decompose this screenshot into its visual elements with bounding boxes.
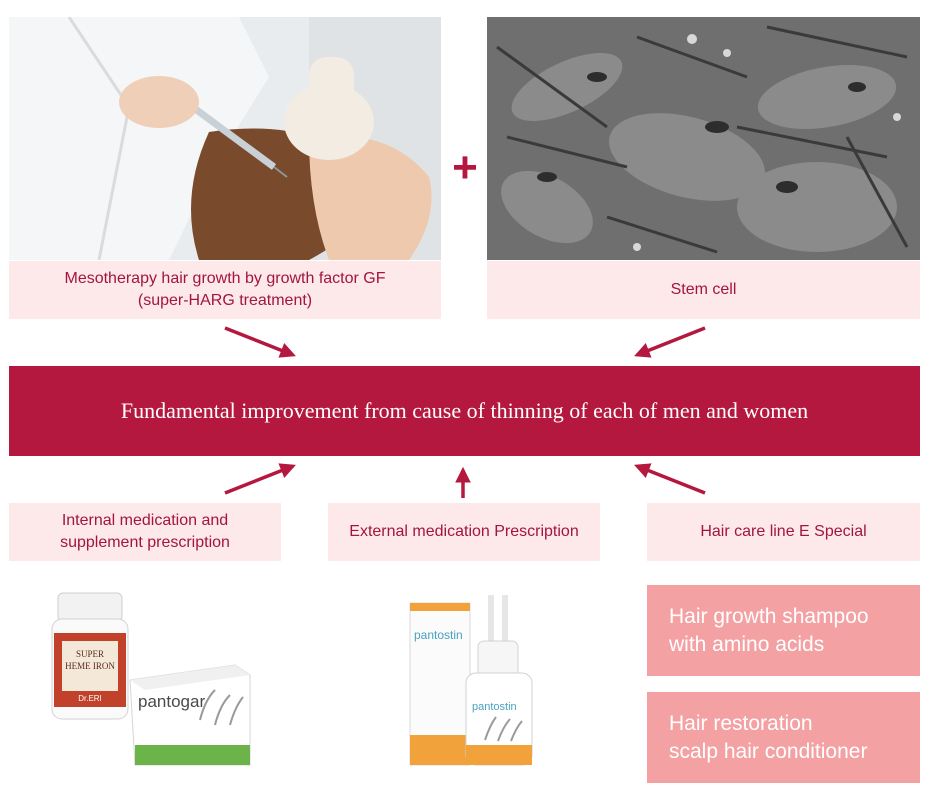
pantogar-box-text: pantogar xyxy=(138,692,205,711)
haircare-item-conditioner-line2: scalp hair conditioner xyxy=(669,739,868,763)
internal-medication-line1: Internal medication and xyxy=(61,512,229,529)
stem-cell-photo xyxy=(487,17,920,260)
haircare-item-shampoo-line2: with amino acids xyxy=(669,632,825,656)
bottle-label-brand: Dr.ERI xyxy=(78,694,102,703)
pantostin-products-image: pantostin pantostin xyxy=(400,585,550,770)
haircare-item-shampoo-line1: Hair growth shampoo xyxy=(669,604,869,628)
mesotherapy-caption-line1: Mesotherapy hair growth by growth factor… xyxy=(64,270,386,287)
central-banner: Fundamental improvement from cause of th… xyxy=(9,366,920,456)
haircare-item-shampoo: Hair growth shampoo with amino acids xyxy=(647,585,920,676)
mesotherapy-caption: Mesotherapy hair growth by growth factor… xyxy=(9,261,441,319)
internal-medication-caption: Internal medication and supplement presc… xyxy=(9,503,281,561)
arrow-top-right xyxy=(634,326,706,358)
internal-medication-line2: supplement prescription xyxy=(60,534,230,551)
arrow-top-left xyxy=(224,326,296,358)
bottle-label-line1: SUPER xyxy=(76,649,104,659)
haircare-line-caption: Hair care line E Special xyxy=(647,503,920,561)
arrow-bottom-right xyxy=(634,463,706,495)
plus-sign: + xyxy=(452,143,478,192)
stem-cell-caption: Stem cell xyxy=(487,261,920,319)
arrow-bottom-left xyxy=(224,463,296,495)
supplement-products-image: SUPER HEME IRON Dr.ERI pantogar xyxy=(40,585,260,770)
pantostin-bottle-text: pantostin xyxy=(472,701,517,713)
bottle-label-line2: HEME IRON xyxy=(65,661,115,671)
central-banner-text: Fundamental improvement from cause of th… xyxy=(120,398,809,423)
mesotherapy-caption-line2: (super-HARG treatment) xyxy=(137,292,313,309)
mesotherapy-photo xyxy=(9,17,441,260)
external-medication-caption: External medication Prescription xyxy=(328,503,600,561)
haircare-item-conditioner-line1: Hair restoration xyxy=(669,711,813,735)
pantostin-box-text: pantostin xyxy=(414,628,463,642)
haircare-item-conditioner: Hair restoration scalp hair conditioner xyxy=(647,692,920,783)
